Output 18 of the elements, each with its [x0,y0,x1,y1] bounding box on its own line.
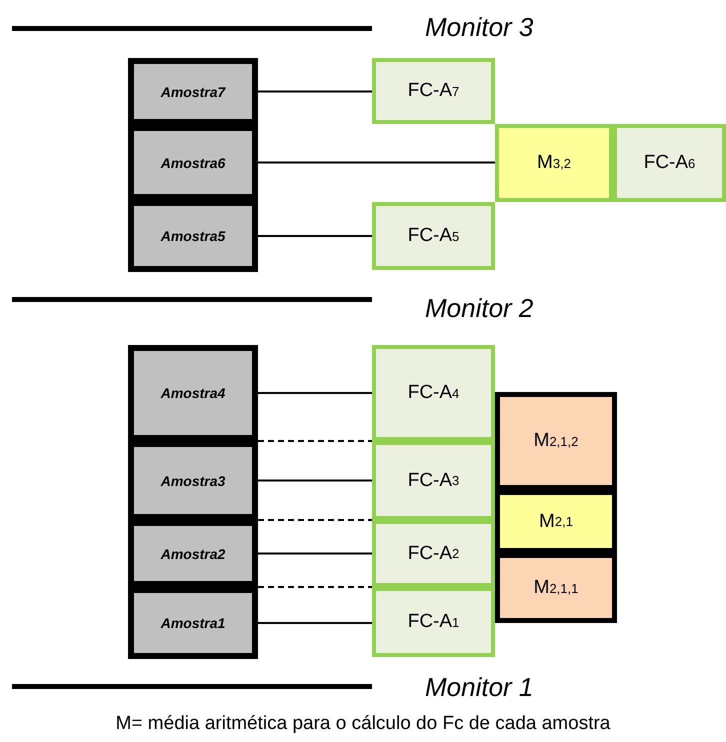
connector-line [258,235,372,237]
connector-line [258,480,372,482]
sample-box: Amostra2 [128,520,258,587]
sample-box: Amostra7 [128,58,258,125]
section-label: Monitor 1 [425,672,534,703]
sample-box: Amostra6 [128,125,258,200]
section-label: Monitor 2 [425,293,534,324]
sample-box: Amostra1 [128,587,258,659]
sample-box: Amostra3 [128,441,258,520]
connector-line [258,392,372,394]
sample-box: Amostra4 [128,345,258,441]
connector-line [258,622,372,624]
section-label: Monitor 3 [425,12,534,43]
sample-box: Amostra5 [128,200,258,272]
caption: M= média aritmética para o cálculo do Fc de cada amostra [116,713,610,734]
connector-line [258,90,372,92]
connector-line [258,552,372,554]
connector-line [258,162,495,164]
